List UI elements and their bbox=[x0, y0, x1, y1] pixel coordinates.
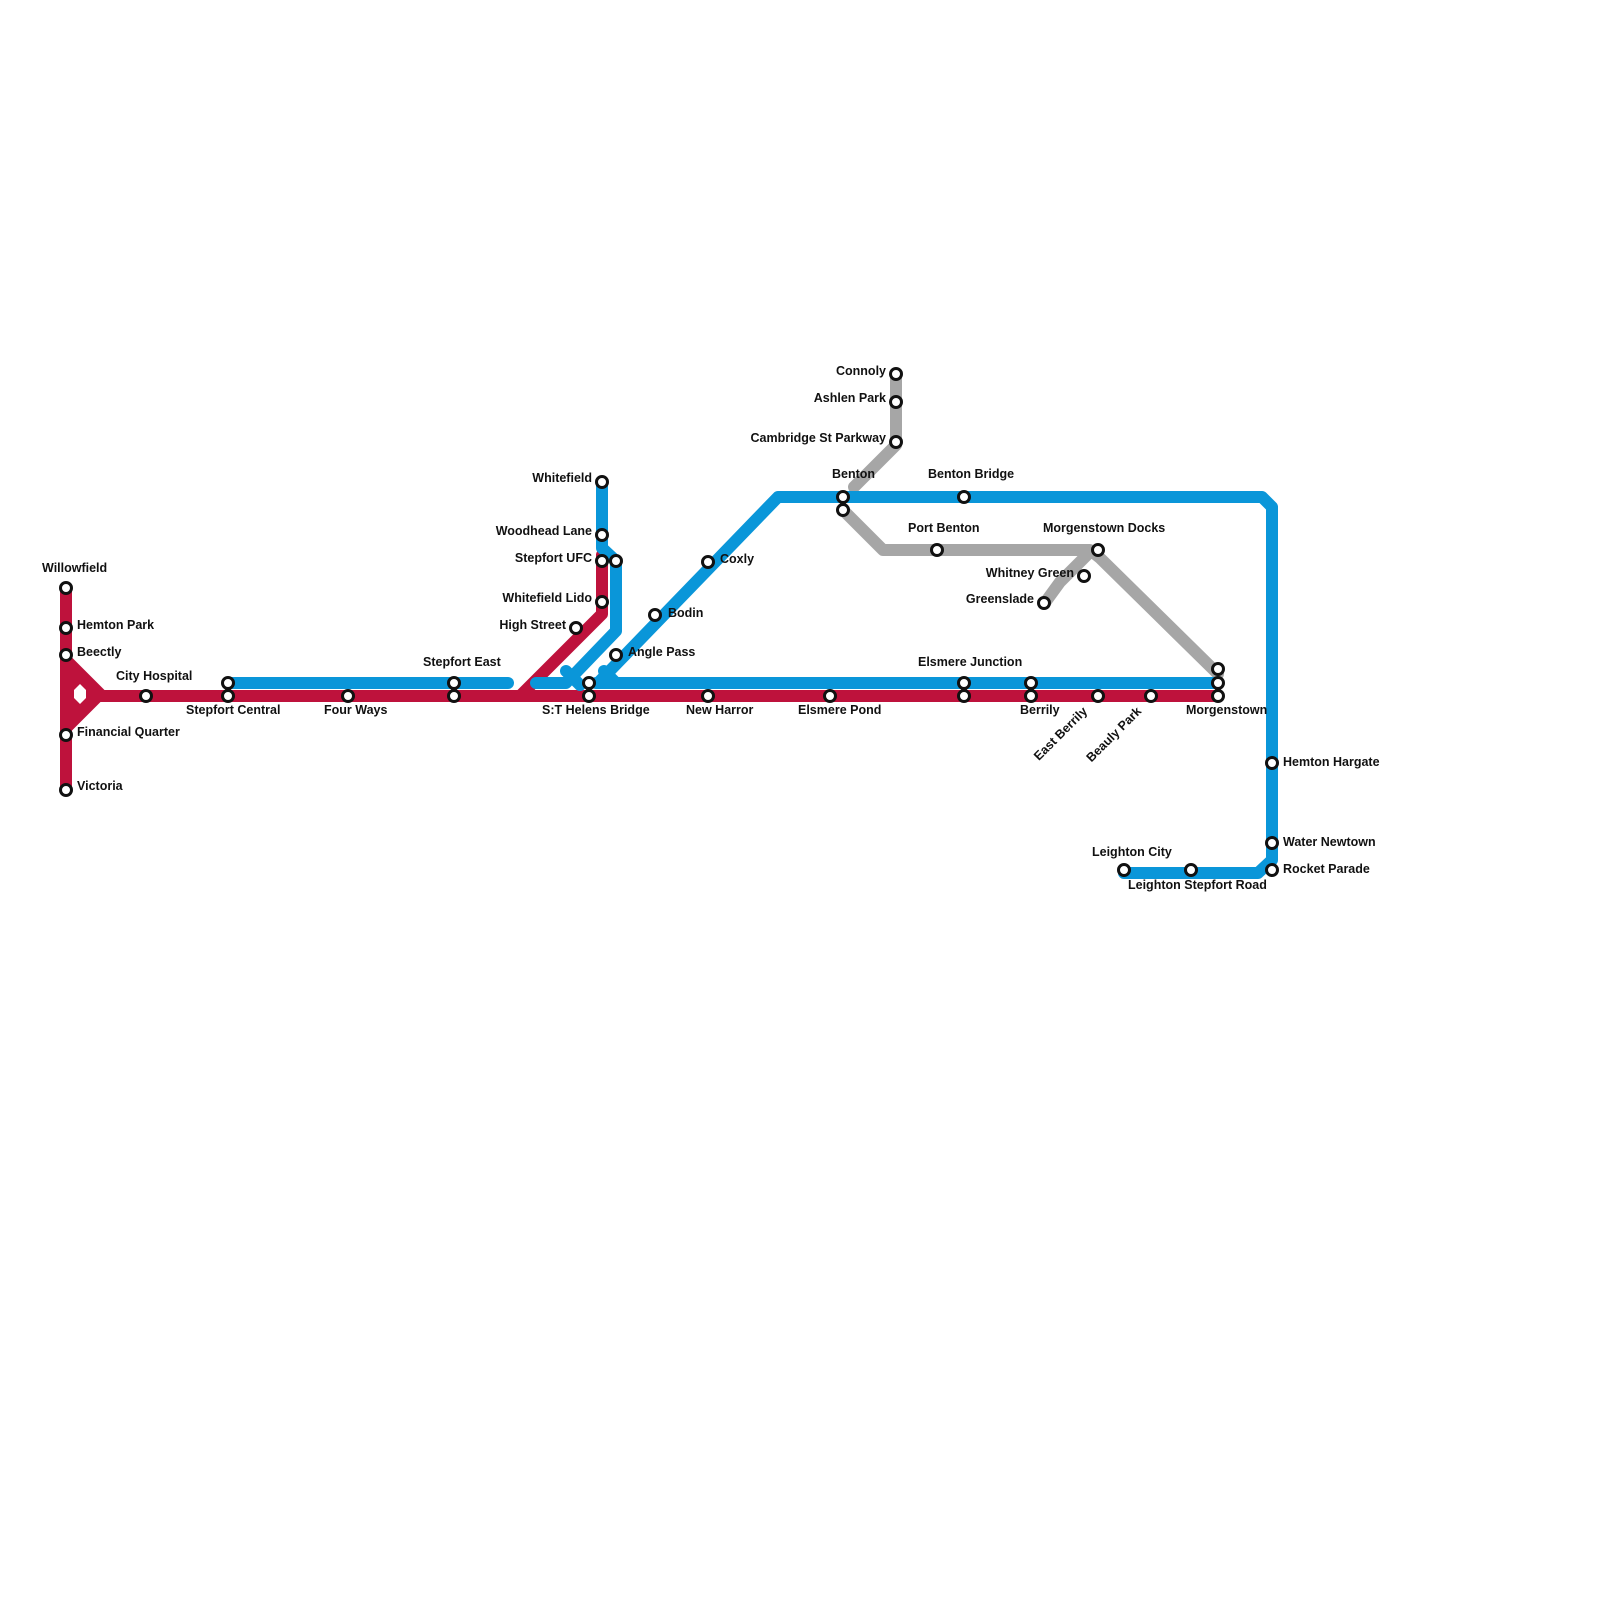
red-line-segment-4 bbox=[514, 549, 608, 702]
label-leighton-stepfort-road[interactable]: Leighton Stepfort Road bbox=[1128, 878, 1267, 892]
station-marker-whitefield[interactable] bbox=[595, 475, 609, 489]
label-city-hospital[interactable]: City Hospital bbox=[116, 669, 192, 683]
station-marker-port-benton[interactable] bbox=[930, 543, 944, 557]
station-marker-cambridge-st-parkway[interactable] bbox=[889, 435, 903, 449]
label-leighton-city[interactable]: Leighton City bbox=[1092, 845, 1172, 859]
red-junction-hole bbox=[74, 684, 86, 704]
station-marker-benton-grey[interactable] bbox=[836, 503, 850, 517]
label-berrily[interactable]: Berrily bbox=[1020, 703, 1060, 717]
station-marker-elsmere-junction-red[interactable] bbox=[957, 689, 971, 703]
station-marker-stepfort-ufc-blue[interactable] bbox=[609, 554, 623, 568]
station-marker-stepfort-central-blue[interactable] bbox=[221, 676, 235, 690]
station-marker-st-helens-bridge-blue[interactable] bbox=[582, 676, 596, 690]
label-elsmere-pond[interactable]: Elsmere Pond bbox=[798, 703, 881, 717]
label-connoly[interactable]: Connoly bbox=[836, 364, 886, 378]
label-benton[interactable]: Benton bbox=[832, 467, 875, 481]
label-morgenstown-docks[interactable]: Morgenstown Docks bbox=[1043, 521, 1165, 535]
label-four-ways[interactable]: Four Ways bbox=[324, 703, 387, 717]
station-marker-victoria[interactable] bbox=[59, 783, 73, 797]
station-labels-layer: Willowfield Hemton Park Beectly Financia… bbox=[42, 364, 1380, 892]
station-marker-whitefield-lido[interactable] bbox=[595, 595, 609, 609]
blue-line-segment-5 bbox=[592, 491, 1278, 879]
station-marker-stepfort-east-blue[interactable] bbox=[447, 676, 461, 690]
station-marker-rocket-parade[interactable] bbox=[1265, 863, 1279, 877]
station-marker-morgenstown-blue[interactable] bbox=[1211, 676, 1225, 690]
label-woodhead-lane[interactable]: Woodhead Lane bbox=[496, 524, 592, 538]
grey-line-segment-3 bbox=[1038, 546, 1096, 610]
station-marker-elsmere-junction-blue[interactable] bbox=[957, 676, 971, 690]
label-willowfield[interactable]: Willowfield bbox=[42, 561, 107, 575]
label-st-helens-bridge[interactable]: S:T Helens Bridge bbox=[542, 703, 650, 717]
station-marker-new-harror[interactable] bbox=[701, 689, 715, 703]
label-rocket-parade[interactable]: Rocket Parade bbox=[1283, 862, 1370, 876]
station-marker-stepfort-east-red[interactable] bbox=[447, 689, 461, 703]
station-marker-four-ways[interactable] bbox=[341, 689, 355, 703]
label-hemton-hargate[interactable]: Hemton Hargate bbox=[1283, 755, 1380, 769]
label-morgenstown[interactable]: Morgenstown bbox=[1186, 703, 1267, 717]
station-marker-bodin[interactable] bbox=[648, 608, 662, 622]
label-new-harror[interactable]: New Harror bbox=[686, 703, 754, 717]
label-ashlen-park[interactable]: Ashlen Park bbox=[814, 391, 886, 405]
station-marker-morgenstown-grey[interactable] bbox=[1211, 662, 1225, 676]
station-marker-beauly-park[interactable] bbox=[1144, 689, 1158, 703]
label-benton-bridge[interactable]: Benton Bridge bbox=[928, 467, 1014, 481]
label-financial-quarter[interactable]: Financial Quarter bbox=[77, 725, 180, 739]
label-stepfort-east[interactable]: Stepfort East bbox=[423, 655, 502, 669]
label-high-street[interactable]: High Street bbox=[499, 618, 567, 632]
label-hemton-park[interactable]: Hemton Park bbox=[77, 618, 154, 632]
label-whitefield-lido[interactable]: Whitefield Lido bbox=[502, 591, 592, 605]
station-marker-city-hospital[interactable] bbox=[139, 689, 153, 703]
station-marker-elsmere-pond[interactable] bbox=[823, 689, 837, 703]
station-marker-stepfort-ufc-red[interactable] bbox=[595, 554, 609, 568]
label-whitefield[interactable]: Whitefield bbox=[532, 471, 592, 485]
station-marker-beectly[interactable] bbox=[59, 648, 73, 662]
station-marker-coxly[interactable] bbox=[701, 555, 715, 569]
station-marker-ashlen-park[interactable] bbox=[889, 395, 903, 409]
station-marker-benton-bridge[interactable] bbox=[957, 490, 971, 504]
station-marker-st-helens-bridge-red[interactable] bbox=[582, 689, 596, 703]
label-whitney-green[interactable]: Whitney Green bbox=[986, 566, 1074, 580]
label-cambridge-st-parkway[interactable]: Cambridge St Parkway bbox=[751, 431, 887, 445]
lines-layer bbox=[60, 368, 1278, 879]
station-marker-morgenstown-docks[interactable] bbox=[1091, 543, 1105, 557]
blue-line-segment-3 bbox=[560, 665, 586, 691]
label-coxly[interactable]: Coxly bbox=[720, 552, 754, 566]
label-beectly[interactable]: Beectly bbox=[77, 645, 122, 659]
station-marker-stepfort-central-red[interactable] bbox=[221, 689, 235, 703]
label-stepfort-central[interactable]: Stepfort Central bbox=[186, 703, 280, 717]
station-marker-hemton-hargate[interactable] bbox=[1265, 756, 1279, 770]
station-marker-woodhead-lane[interactable] bbox=[595, 528, 609, 542]
station-marker-financial-quarter[interactable] bbox=[59, 728, 73, 742]
label-water-newtown[interactable]: Water Newtown bbox=[1283, 835, 1376, 849]
label-bodin[interactable]: Bodin bbox=[668, 606, 703, 620]
station-marker-connoly[interactable] bbox=[889, 367, 903, 381]
label-victoria[interactable]: Victoria bbox=[77, 779, 124, 793]
label-beauly-park[interactable]: Beauly Park bbox=[1084, 704, 1145, 765]
label-port-benton[interactable]: Port Benton bbox=[908, 521, 980, 535]
station-marker-high-street[interactable] bbox=[569, 621, 583, 635]
label-elsmere-junction[interactable]: Elsmere Junction bbox=[918, 655, 1022, 669]
station-marker-willowfield[interactable] bbox=[59, 581, 73, 595]
station-markers-layer bbox=[59, 367, 1279, 877]
label-greenslade[interactable]: Greenslade bbox=[966, 592, 1034, 606]
station-marker-berrily-red[interactable] bbox=[1024, 689, 1038, 703]
station-marker-east-berrily[interactable] bbox=[1091, 689, 1105, 703]
station-marker-whitney-green[interactable] bbox=[1077, 569, 1091, 583]
station-marker-leighton-city[interactable] bbox=[1117, 863, 1131, 877]
station-marker-hemton-park[interactable] bbox=[59, 621, 73, 635]
station-marker-benton-blue[interactable] bbox=[836, 490, 850, 504]
station-marker-greenslade[interactable] bbox=[1037, 596, 1051, 610]
blue-line-segment-6 bbox=[598, 665, 622, 689]
label-angle-pass[interactable]: Angle Pass bbox=[628, 645, 695, 659]
label-stepfort-ufc[interactable]: Stepfort UFC bbox=[515, 551, 592, 565]
station-marker-angle-pass[interactable] bbox=[609, 648, 623, 662]
station-marker-berrily-blue[interactable] bbox=[1024, 676, 1038, 690]
station-marker-leighton-stepfort-road[interactable] bbox=[1184, 863, 1198, 877]
station-marker-morgenstown-red[interactable] bbox=[1211, 689, 1225, 703]
station-marker-water-newtown[interactable] bbox=[1265, 836, 1279, 850]
